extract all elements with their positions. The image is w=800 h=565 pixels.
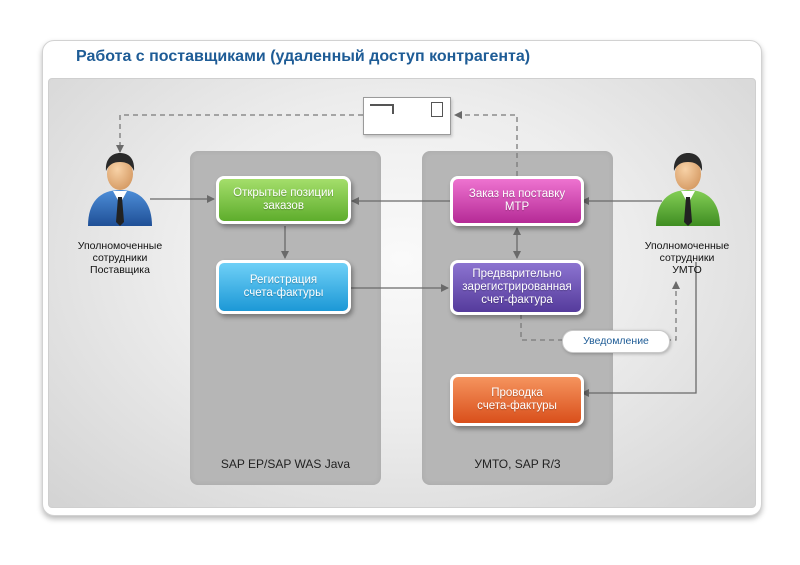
- box-invoice-posting: Проводка счета-фактуры: [450, 374, 584, 426]
- notification-badge: Уведомление: [562, 330, 670, 353]
- box-invoice-registration: Регистрация счета-фактуры: [216, 260, 351, 314]
- box-preregistered-invoice: Предварительно зарегистрированная счет-ф…: [450, 260, 584, 315]
- box-invoice-registration-label: Регистрация счета-фактуры: [243, 274, 324, 299]
- dashed-order-to-envelope: [454, 111, 518, 176]
- supplier-person-icon: [88, 153, 152, 226]
- box-open-orders: Открытые позиции заказов: [216, 176, 351, 224]
- box-invoice-posting-label: Проводка счета-фактуры: [477, 387, 557, 412]
- box-open-orders-label: Открытые позиции заказов: [233, 187, 334, 212]
- column-label-sap-ep: SAP EP/SAP WAS Java: [220, 457, 351, 471]
- envelope-icon: [363, 97, 451, 135]
- diagram-panel: [48, 78, 756, 508]
- supplier-label: Уполномоченные сотрудники Поставщика: [77, 240, 163, 276]
- dashed-envelope-to-supplier: [116, 114, 363, 153]
- column-label-umto: УМТО, SAP R/3: [474, 457, 561, 471]
- diagram-title: Работа с поставщиками (удаленный доступ …: [76, 48, 531, 65]
- box-purchase-order-label: Заказ на поставку МТР: [468, 188, 566, 213]
- umto-label: Уполномоченные сотрудники УМТО: [644, 240, 730, 276]
- box-preregistered-invoice-label: Предварительно зарегистрированная счет-ф…: [462, 268, 572, 306]
- box-purchase-order: Заказ на поставку МТР: [450, 176, 584, 226]
- arrow-umto-to-posting: [581, 262, 697, 397]
- umto-person-icon: [656, 153, 720, 226]
